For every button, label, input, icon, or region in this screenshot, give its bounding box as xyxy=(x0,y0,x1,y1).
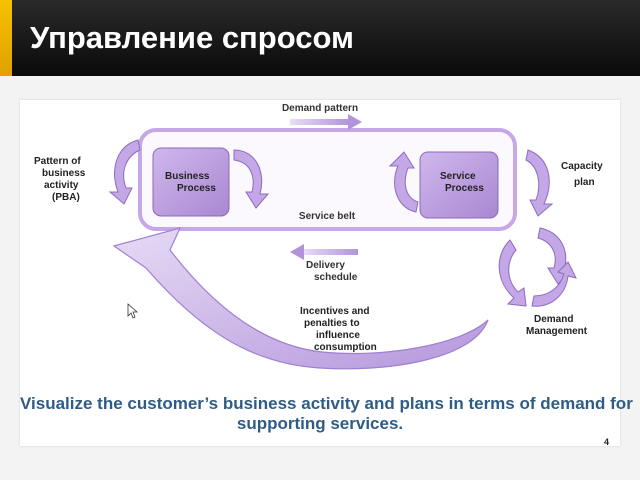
capacity-plan-label-2: plan xyxy=(574,177,595,188)
slide-header: Управление спросом xyxy=(0,0,640,76)
delivery-schedule-label-2: schedule xyxy=(314,272,358,283)
business-process-label-1: Business xyxy=(165,171,210,182)
header-accent-bar xyxy=(0,0,12,76)
incentives-label-1: Incentives and xyxy=(300,306,369,317)
demand-pattern-arrow xyxy=(290,114,362,130)
service-process-label-1: Service xyxy=(440,171,476,182)
demand-management-cycle-icon xyxy=(498,227,577,307)
slide-title: Управление спросом xyxy=(30,20,354,55)
delivery-schedule-arrow xyxy=(290,244,358,260)
demand-management-label-2: Management xyxy=(526,326,588,337)
demand-pattern-label: Demand pattern xyxy=(282,103,358,114)
slide-panel: Demand pattern Business Process Service … xyxy=(20,100,620,446)
business-cycle-arrows-icon xyxy=(108,139,270,209)
caption-line-1: Visualize the customer’s business activi… xyxy=(20,394,633,413)
service-process-label-2: Process xyxy=(445,183,484,194)
service-process-box xyxy=(419,151,499,219)
incentives-feedback-arrow xyxy=(112,227,489,370)
slide-caption: Visualize the customer’s business activi… xyxy=(20,394,633,434)
mouse-cursor-icon xyxy=(127,303,139,319)
pba-label-2: business xyxy=(42,168,86,179)
pba-label-4: (PBA) xyxy=(52,192,80,203)
capacity-plan-label-1: Capacity xyxy=(561,161,603,172)
delivery-schedule-label-1: Delivery xyxy=(306,260,345,271)
pba-label-1: Pattern of xyxy=(34,156,81,167)
diagram-canvas: Demand pattern Business Process Service … xyxy=(34,103,603,370)
service-cycle-arrows-icon xyxy=(388,149,554,217)
incentives-label-2: penalties to xyxy=(304,318,360,329)
incentives-label-3: influence xyxy=(316,330,360,341)
service-belt-label: Service belt xyxy=(299,211,356,222)
caption-line-2: supporting services. xyxy=(236,414,404,433)
demand-management-label-1: Demand xyxy=(534,314,573,325)
business-process-label-2: Process xyxy=(177,183,216,194)
pba-label-3: activity xyxy=(44,180,79,191)
page-number: 4 xyxy=(604,437,610,447)
business-process-box xyxy=(152,147,230,217)
incentives-label-4: consumption xyxy=(314,342,377,353)
